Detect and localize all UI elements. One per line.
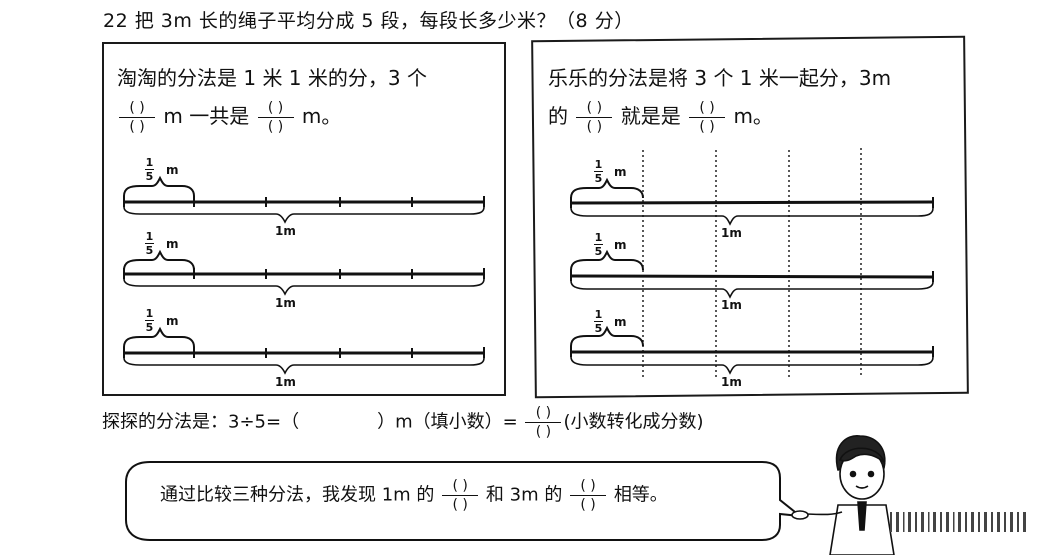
fraction-blank[interactable]: ( )( ): [119, 100, 155, 135]
lele-equals-text: 就是是: [620, 104, 681, 128]
lele-method-line1: 乐乐的分法是将 3 个 1 米一起分，3m: [548, 66, 892, 90]
rope-length-label: 1m: [275, 224, 296, 238]
fraction-blank[interactable]: ( )( ): [689, 100, 726, 135]
segment-unit: m: [614, 165, 627, 179]
tantan-method-line: 探探的分法是：3÷5=（ ）m（填小数）= ( )( )(小数转化成分数): [102, 405, 703, 440]
lele-unit-text: m。: [733, 104, 773, 128]
fraction-blank[interactable]: ( )( ): [576, 100, 613, 135]
rope-length-label: 1m: [721, 226, 742, 240]
speech-part3: 相等。: [613, 484, 668, 506]
speech-part2: 和 3m 的: [485, 484, 563, 506]
left-rope-2: [123, 249, 485, 296]
tantan-middle: ）m（填小数）=: [377, 411, 518, 433]
segment-unit: m: [614, 315, 627, 329]
tantan-prefix: 探探的分法是：3÷5=（: [102, 411, 300, 433]
taotao-unit-text: m。: [301, 104, 342, 128]
lele-de-text: 的: [548, 104, 568, 128]
fraction-blank[interactable]: ( )( ): [525, 405, 562, 440]
fraction-blank[interactable]: ( )( ): [442, 478, 479, 513]
rope-length-label: 1m: [721, 375, 742, 389]
left-rope-1: [123, 175, 485, 224]
speech-part1: 通过比较三种分法，我发现 1m 的: [160, 484, 435, 506]
rope-length-label: 1m: [275, 296, 296, 310]
segment-unit: m: [166, 163, 179, 177]
division-dotted-lines: [642, 148, 862, 378]
segment-unit: m: [614, 238, 627, 252]
right-rope-2: [570, 249, 934, 299]
rope-length-label: 1m: [275, 375, 296, 389]
taotao-method-line2: ( )( ) m 一共是 ( )( ) m。: [117, 100, 341, 135]
boy-illustration: [791, 435, 895, 555]
question-title: 22 把 3m 长的绳子平均分成 5 段，每段长多少米？（8 分）: [103, 10, 634, 32]
left-rope-3: [123, 326, 485, 375]
speech-bubble: [125, 461, 804, 541]
segment-unit: m: [166, 314, 179, 328]
rope-length-label: 1m: [721, 298, 742, 312]
taotao-method-line1: 淘淘的分法是 1 米 1 米的分，3 个: [117, 66, 427, 90]
tantan-suffix: (小数转化成分数): [563, 411, 704, 433]
right-rope-3: [570, 325, 934, 375]
fraction-blank[interactable]: ( )( ): [257, 100, 294, 135]
segment-unit: m: [166, 237, 179, 251]
lele-method-line2: 的 ( )( ) 就是是 ( )( ) m。: [548, 100, 773, 135]
taotao-total-text: m 一共是: [163, 104, 250, 128]
barcode-smudge: [890, 512, 1026, 532]
speech-text: 通过比较三种分法，我发现 1m 的 ( )( ) 和 3m 的 ( )( ) 相…: [160, 478, 668, 513]
fraction-blank[interactable]: ( )( ): [570, 478, 607, 513]
taotao-method-box: [102, 42, 506, 396]
right-rope-1: [570, 177, 934, 226]
